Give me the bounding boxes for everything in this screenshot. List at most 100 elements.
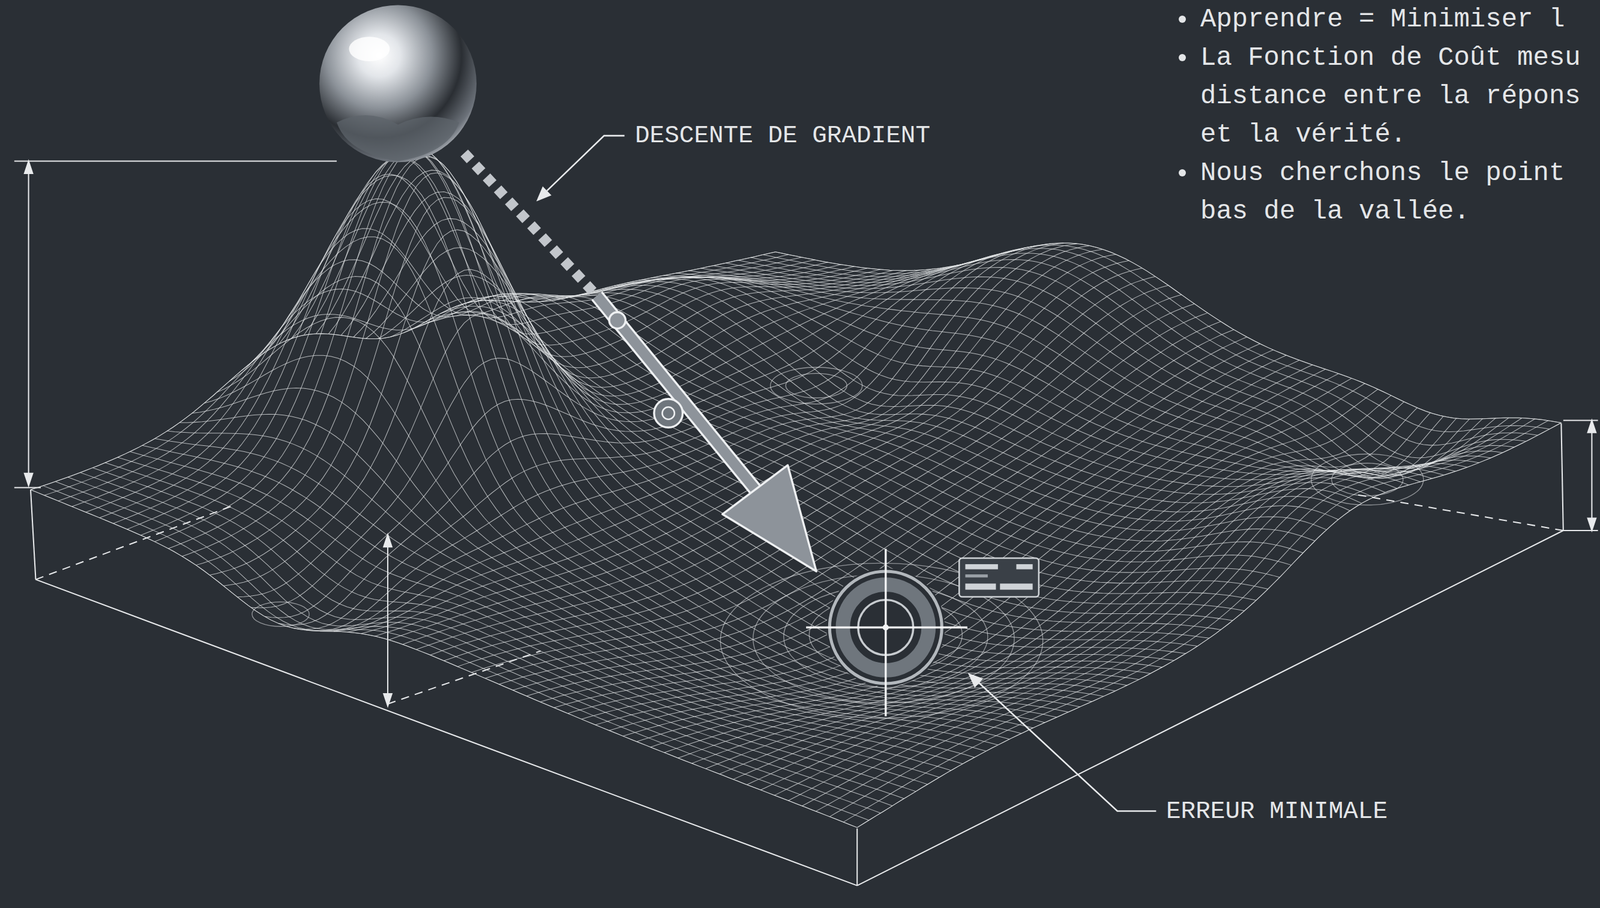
mesh-line [43, 485, 870, 820]
mesh-line [465, 295, 1269, 589]
mesh-line [540, 343, 1260, 703]
bullet-dot [1178, 15, 1186, 23]
mesh-line [129, 451, 951, 771]
label-holder: DESCENTE DE GRADIENT [634, 120, 931, 151]
mesh-line [622, 373, 1339, 737]
readout-bar [965, 574, 988, 578]
base-edge [856, 828, 858, 886]
mesh-line [333, 243, 1064, 632]
leader-line [978, 682, 1157, 811]
mesh-line [514, 295, 1315, 542]
mesh-line [457, 294, 1182, 667]
leader-arrow [969, 674, 982, 687]
mesh-line [527, 295, 1327, 532]
bullet-note: Apprendre = Minimiser l [1200, 0, 1585, 39]
mesh-line [306, 245, 1038, 631]
callout-label: ERREUR MINIMALE [1166, 796, 1388, 827]
arrow-joint [654, 399, 683, 428]
bullet-note: Nous cherchons le point bas de la vallée… [1200, 153, 1585, 231]
mesh-line [366, 247, 1175, 661]
mesh-line [378, 274, 1186, 654]
arrow-joint [661, 406, 674, 419]
mesh-line [427, 312, 1233, 621]
label-holder: Apprendre = Minimiser l [1200, 0, 1585, 39]
dimension-arrow [383, 534, 392, 547]
readout-bar [1016, 564, 1033, 570]
contour-ring [785, 373, 847, 398]
leader-lines [537, 135, 1156, 811]
mesh-line [589, 281, 1386, 493]
readout-bar [999, 583, 1033, 590]
mesh-line [762, 244, 1549, 432]
mesh-line [539, 295, 1339, 522]
wireframe-surface [30, 148, 1561, 828]
bullet-dot [1178, 54, 1186, 62]
descent-arrow [464, 153, 817, 572]
mesh-line [489, 293, 1291, 566]
mesh-line [105, 462, 928, 785]
target-center [882, 624, 889, 631]
dimension-line [28, 165, 30, 482]
mesh-line [705, 407, 1418, 769]
dimension-tick [14, 160, 337, 163]
contour-ring [770, 367, 863, 404]
mesh-line [452, 300, 1257, 601]
mesh-line [639, 277, 1433, 479]
arrow-trail [464, 153, 598, 296]
contour-ring [1331, 463, 1404, 496]
mesh-line [154, 438, 975, 758]
mesh-line [328, 169, 1139, 680]
ball-reflection [336, 115, 460, 162]
dimension-tick [1563, 529, 1599, 532]
base-edge [30, 489, 37, 580]
hidden-edge [1356, 495, 1563, 532]
mesh-line [719, 412, 1431, 775]
mesh-line [636, 378, 1352, 742]
mesh-line [787, 418, 1496, 801]
arrow-head [722, 465, 817, 572]
mesh-line [609, 369, 1326, 731]
chrome-ball [319, 5, 477, 163]
mesh-line [664, 389, 1378, 754]
ball [319, 5, 477, 163]
arrow-shaft-outline [597, 295, 758, 492]
readout-bar [965, 583, 996, 590]
mesh-line [775, 243, 1561, 423]
mesh-line [347, 243, 1077, 632]
mesh-line [750, 248, 1538, 446]
mesh-line [237, 262, 972, 598]
mesh-line [319, 243, 1051, 631]
mesh-line [738, 253, 1527, 458]
mesh-line [774, 418, 1483, 796]
dimension-arrow [24, 473, 34, 486]
callout-label: DESCENTE DE GRADIENT [634, 120, 931, 151]
mesh-line [725, 259, 1515, 469]
dimension-lines [14, 161, 1599, 707]
mesh-line [815, 417, 1522, 811]
mesh-line [303, 148, 1116, 691]
readout-panel [959, 558, 1039, 598]
mesh-line [564, 289, 1362, 504]
base-edge [1560, 423, 1563, 532]
hidden-edge [36, 505, 236, 580]
mesh-line [168, 156, 907, 549]
label-holder: La Fonction de Coût mesu distance entre … [1200, 38, 1585, 154]
mesh-line [626, 276, 1421, 482]
target-reticle [806, 549, 1039, 717]
label-holder: ERREUR MINIMALE [1166, 796, 1388, 827]
arrow-shaft [597, 295, 758, 492]
mesh-line [678, 395, 1392, 758]
mesh-line [691, 401, 1405, 763]
bullet-dot [1178, 169, 1186, 177]
dimension-arrow [383, 693, 392, 706]
mesh-line [843, 420, 1548, 823]
leader-line [546, 135, 625, 191]
mesh-line [216, 317, 1033, 728]
mesh-line [241, 237, 1057, 718]
mesh-line [141, 148, 881, 536]
ball-highlight [348, 36, 390, 62]
arrow-joint [609, 312, 626, 329]
mesh-line [30, 489, 858, 828]
mesh-line [99, 198, 842, 518]
mesh-line [733, 416, 1444, 780]
